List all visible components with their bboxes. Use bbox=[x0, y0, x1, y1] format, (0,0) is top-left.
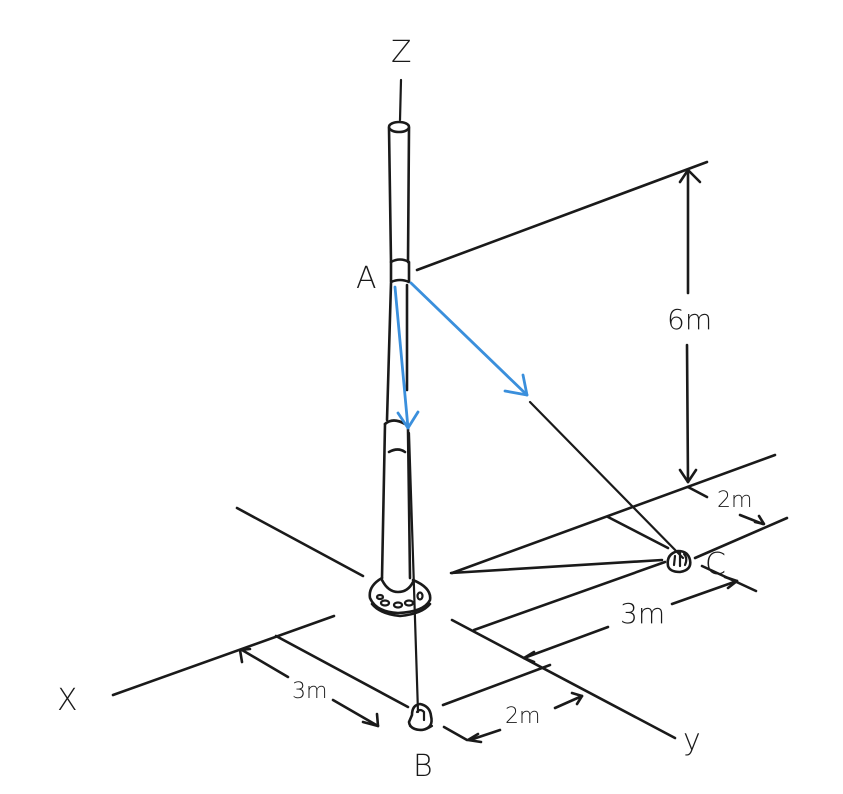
y-axis-label: y bbox=[683, 723, 701, 758]
dimension-6m-label: 6m bbox=[667, 303, 713, 336]
dimension-2m-c-arrow bbox=[738, 513, 766, 526]
cable-ab bbox=[407, 431, 420, 714]
z-axis-line bbox=[398, 78, 403, 122]
dimension-3m-c-label: 3m bbox=[620, 597, 666, 630]
height-base-tick bbox=[686, 485, 709, 499]
c-x-line bbox=[472, 560, 667, 632]
point-b-label: B bbox=[413, 749, 433, 784]
b-y-offset-line bbox=[274, 634, 410, 709]
dimension-2m-b-label: 2m bbox=[505, 704, 541, 729]
neg-y-axis-line bbox=[235, 506, 365, 578]
y-axis-line bbox=[450, 618, 677, 740]
cable-ac bbox=[528, 400, 685, 560]
c-perp-tick-line bbox=[606, 515, 670, 550]
x-axis-label: X bbox=[57, 683, 78, 718]
dimension-3m-b-arrow bbox=[238, 647, 380, 728]
b-x-offset-line bbox=[441, 663, 552, 707]
dimension-2m-c-label: 2m bbox=[717, 488, 753, 513]
point-a-label: A bbox=[356, 261, 377, 296]
pole-upper bbox=[385, 120, 411, 422]
z-axis-label: Z bbox=[391, 35, 412, 70]
pole-base-plate bbox=[368, 576, 432, 618]
anchor-c bbox=[666, 549, 692, 574]
dimension-6m-arrow bbox=[678, 168, 702, 484]
anchor-b bbox=[407, 702, 434, 732]
dimension-3m-b-label: 3m bbox=[292, 679, 328, 704]
dimension-3m-c-arrow bbox=[522, 564, 758, 664]
dimension-2m-b-arrow bbox=[442, 691, 584, 744]
pole-lower bbox=[380, 419, 412, 580]
x-axis-line bbox=[111, 614, 336, 697]
ground-line-c-left bbox=[449, 558, 664, 575]
c-right-line bbox=[693, 516, 789, 560]
force-vector-ac bbox=[409, 281, 529, 397]
height-top-line bbox=[415, 160, 709, 272]
height-base-line bbox=[450, 453, 777, 575]
point-c-label: C bbox=[705, 547, 726, 582]
force-vector-ab bbox=[393, 285, 420, 430]
